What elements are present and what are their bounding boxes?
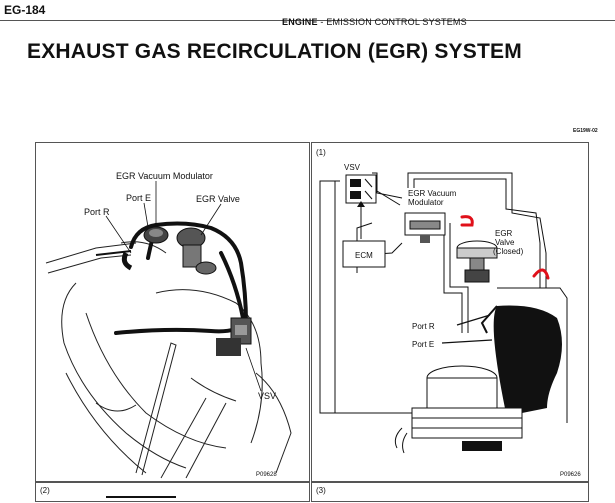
page-title: EXHAUST GAS RECIRCULATION (EGR) SYSTEM [27,40,522,63]
ecm-box [342,240,386,268]
panel-3: (3) [311,482,589,502]
port-e-schematic-label: Port E [412,340,434,349]
port-e-label: Port E [126,193,151,203]
egr-valve-part [176,227,217,275]
section-label: EMISSION CONTROL SYSTEMS [326,17,467,27]
egr-valve-label-line1: EGR [495,229,513,238]
vsv-part [216,317,252,356]
panel-2: (2) [35,482,310,502]
figure-code-left: P09628 [256,472,277,478]
vsv-schematic-label: VSV [344,163,361,172]
egr-schematic: (1) VSV ECM [316,148,581,478]
egr-valve-label-line3: (Closed) [493,247,524,256]
page-number: EG-184 [4,3,46,17]
egr-vacuum-modulator-label: EGR Vacuum Modulator [116,171,213,181]
vsv-component [345,174,377,239]
egr-vacuum-modulator-part [143,226,169,244]
vacuum-lines [319,172,568,423]
panel-number-3: (3) [316,486,326,495]
header-rule [0,20,615,21]
egr-valve-label-line2: Valve [495,238,515,247]
engine-outline [45,241,292,479]
engine-illustration: EGR Vacuum Modulator Port E EGR Valve Po… [45,171,292,479]
section-header: ENGINE - EMISSION CONTROL SYSTEMS [282,17,467,27]
port-leaders [441,314,493,344]
vsv-label: VSV [258,391,276,401]
port-r-schematic-label: Port R [412,322,435,331]
panel-number-2: (2) [40,486,50,495]
panel-number-1: (1) [316,148,326,157]
leader-lines [105,181,262,392]
egr-valve-label: EGR Valve [196,194,240,204]
port-r-hose [95,250,133,271]
figure-code: EG19W-02 [573,128,598,134]
modulator-label-line1: EGR Vacuum [408,189,457,198]
header-separator: - [320,17,324,27]
chapter-label: ENGINE [282,17,318,27]
red-annotation-marks [460,215,550,280]
egr-schematic-panel: (1) VSV ECM [311,142,589,482]
intake-duct [480,305,562,418]
ecm-label: ECM [355,251,373,260]
port-r-label: Port R [84,207,110,217]
egr-vacuum-modulator-component [404,212,446,243]
egr-valve-component [456,240,498,283]
engine-illustration-panel: EGR Vacuum Modulator Port E EGR Valve Po… [35,142,310,482]
modulator-label-line2: Modulator [408,198,444,207]
figure-code-right: P09626 [560,472,581,478]
throttle-body [394,365,523,454]
